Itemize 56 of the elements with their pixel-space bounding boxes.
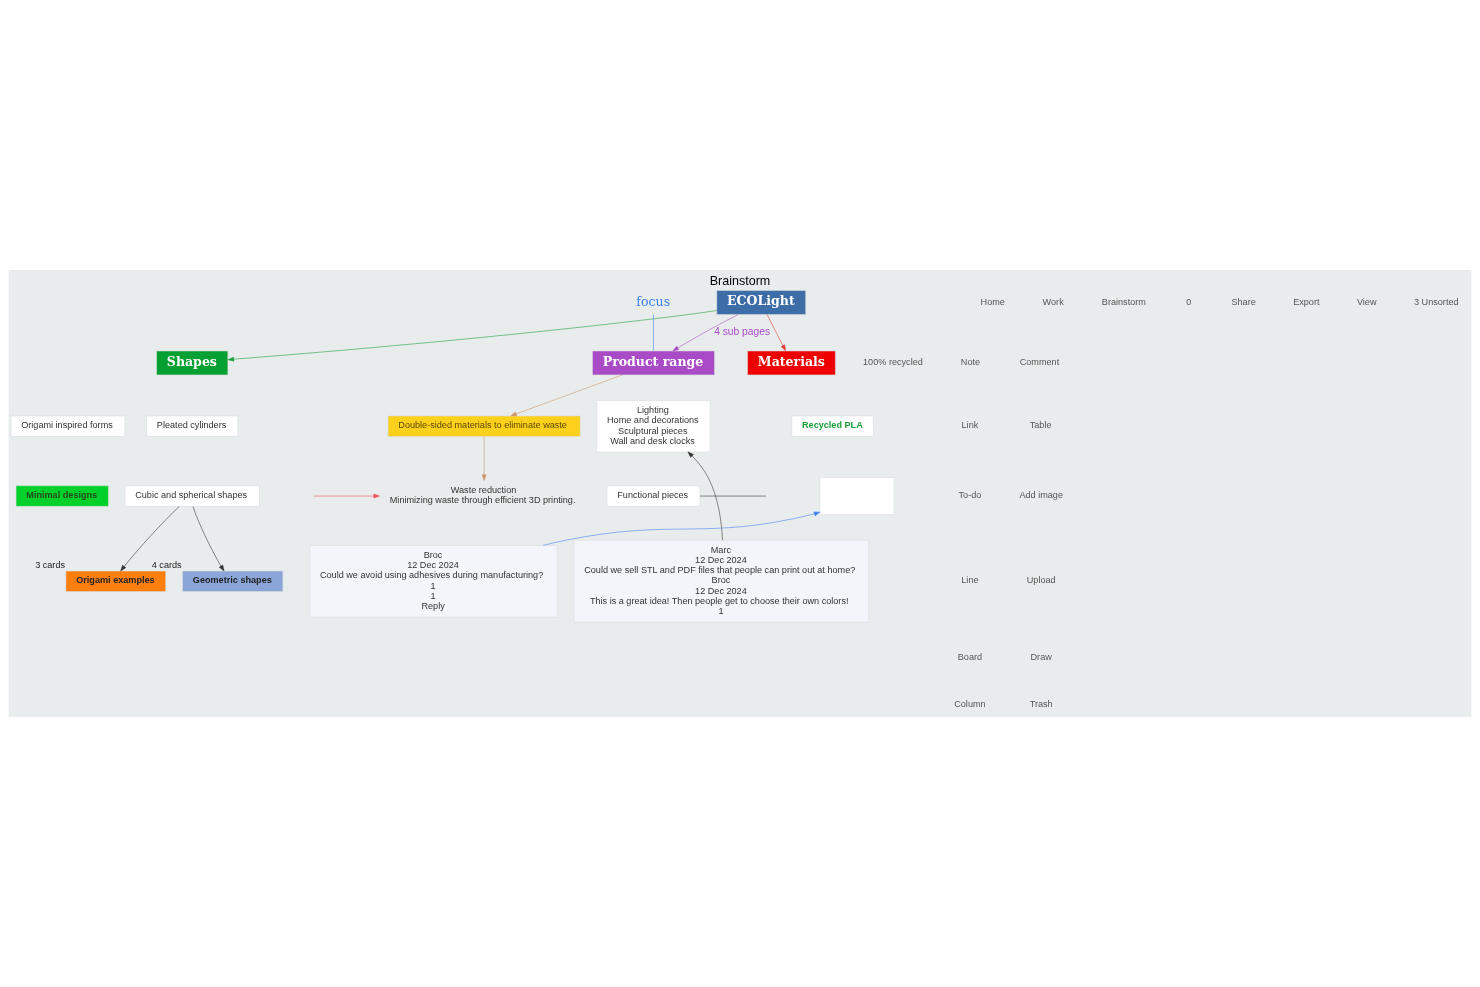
node-box: Pleated cylinders bbox=[146, 415, 239, 437]
node-box: Product range bbox=[592, 350, 715, 376]
label: Brainstorm bbox=[1101, 296, 1146, 307]
label: Note bbox=[960, 357, 981, 368]
label: Board bbox=[957, 652, 983, 663]
label: Comment bbox=[1019, 357, 1060, 368]
node-label: 4 cards bbox=[151, 560, 182, 571]
label: Add image bbox=[1019, 490, 1063, 501]
node-box: Marc 12 Dec 2024 Could we sell STL and PDF files that people can print out at home? Broc 12 Dec 2024 This is a great idea! Then people get to choose their own colors! 1 bbox=[573, 539, 869, 623]
node-box: Origami examples bbox=[65, 570, 166, 592]
arrow bbox=[687, 451, 723, 541]
arrow bbox=[510, 374, 623, 417]
connector bbox=[653, 314, 654, 352]
label: 3 Unsorted bbox=[1414, 296, 1459, 307]
arrow bbox=[542, 511, 821, 546]
node-box: Origami inspired forms bbox=[10, 415, 126, 437]
arrow bbox=[672, 314, 739, 352]
label: Home bbox=[980, 296, 1005, 307]
node-label: 3 cards bbox=[35, 560, 66, 571]
label: Line bbox=[961, 575, 979, 586]
node-box: Recycled PLA bbox=[791, 415, 874, 437]
label: View bbox=[1356, 296, 1377, 307]
label: Draw bbox=[1030, 652, 1052, 663]
label: Trash bbox=[1029, 698, 1053, 709]
node-box: Materials bbox=[747, 350, 836, 376]
node-box: ECOLight bbox=[716, 290, 806, 315]
node-box: Double-sided materials to eliminate waste bbox=[387, 415, 581, 437]
label: To-do bbox=[958, 490, 982, 501]
arrow bbox=[227, 310, 717, 362]
edge-label: 4 sub pages bbox=[714, 326, 771, 338]
label: Work bbox=[1042, 296, 1064, 307]
label: Share bbox=[1231, 296, 1256, 307]
connector bbox=[699, 495, 767, 497]
arrow bbox=[313, 493, 380, 499]
arrow bbox=[192, 506, 225, 572]
arrow bbox=[120, 506, 180, 572]
label: Link bbox=[961, 420, 979, 431]
label: Column bbox=[954, 698, 986, 709]
label: Export bbox=[1293, 296, 1320, 307]
label: Table bbox=[1029, 420, 1052, 431]
arrow bbox=[481, 436, 487, 481]
label: 0 bbox=[1186, 296, 1192, 307]
node-box: Lighting Home and decorations Sculptural pieces Wall and desk clocks bbox=[596, 400, 711, 453]
node-box: Broc 12 Dec 2024 Could we avoid using adhesives during manufacturing? 1 1 Reply bbox=[309, 545, 558, 618]
diagram-title: Brainstorm bbox=[709, 273, 771, 288]
node-text: Waste reduction Minimizing waste through efficient 3D printing. bbox=[389, 485, 576, 506]
node-box bbox=[819, 477, 895, 515]
label: 100% recycled bbox=[863, 357, 923, 368]
node-box: Shapes bbox=[156, 350, 229, 376]
node-box: Geometric shapes bbox=[182, 570, 284, 592]
node-box: Cubic and spherical shapes bbox=[124, 485, 260, 507]
label: Upload bbox=[1026, 575, 1056, 586]
node-box: Functional pieces bbox=[606, 485, 701, 507]
arrow bbox=[766, 314, 786, 352]
node-text: focus bbox=[636, 293, 671, 309]
node-box: Minimal designs bbox=[15, 485, 109, 507]
